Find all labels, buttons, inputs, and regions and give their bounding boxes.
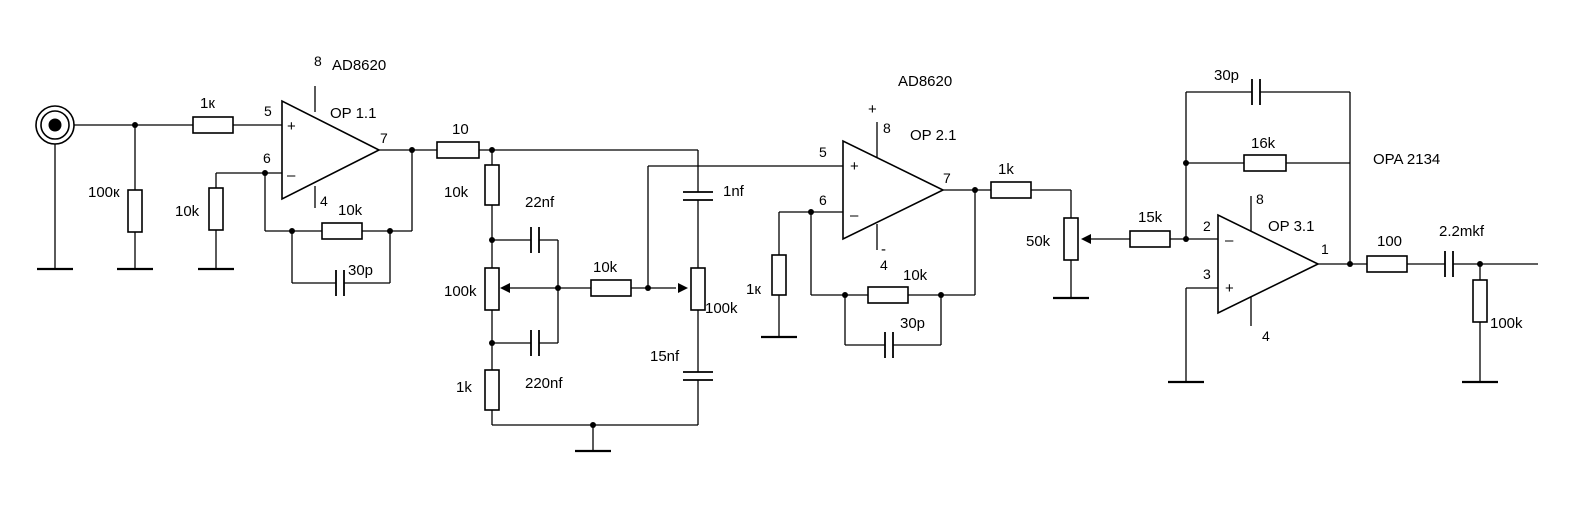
- pin-plus: 5: [264, 103, 272, 119]
- resistor-r-gain-2: [771, 254, 787, 296]
- label-c-top: 22nf: [525, 194, 555, 211]
- label-c-fb: 30p: [348, 262, 373, 279]
- resistor-r-in: [192, 116, 234, 134]
- opamp-op-3-1: [1217, 213, 1320, 315]
- resistor-r-fb-3: [1243, 154, 1287, 172]
- stage-5: OPA 2134 OP 3.1 8 2 3 1 4 – + 30p 16k 10…: [1168, 67, 1538, 384]
- pin-supply: 8: [314, 53, 322, 69]
- sign-gnd: -: [881, 241, 886, 258]
- pin-gnd: 4: [880, 257, 888, 273]
- resistor-r-series: [436, 141, 480, 159]
- label-c-low: 15nf: [650, 348, 680, 365]
- pin-gnd: 4: [320, 193, 328, 209]
- part-label: AD8620: [898, 73, 952, 90]
- sign-minus: –: [1225, 232, 1234, 249]
- sign-plus: +: [1225, 280, 1234, 297]
- stage-1: AD8620 OP 1.1 8 5 6 7 4 + – 1к 100к 10k …: [35, 53, 437, 296]
- resistor-r-fb-2: [867, 286, 909, 304]
- part-label: AD8620: [332, 57, 386, 74]
- input-jack: [35, 105, 75, 145]
- part-label: OPA 2134: [1373, 151, 1440, 168]
- resistor-r-bottom: [484, 369, 500, 411]
- label-r-load: 100k: [1490, 315, 1523, 332]
- label-pot-mid: 100k: [444, 283, 477, 300]
- label-r-cross: 10k: [593, 259, 618, 276]
- opamp-op-2-1: [842, 139, 945, 241]
- label-r-gain-2: 1к: [746, 281, 761, 298]
- label-c-high: 1nf: [723, 183, 745, 200]
- pin-supply: 8: [1256, 191, 1264, 207]
- pin-supply: 8: [883, 120, 891, 136]
- sign-plus: +: [850, 158, 859, 175]
- resistor-r-out-3: [1366, 255, 1408, 273]
- pin-out: 1: [1321, 241, 1329, 257]
- opamp-name: OP 3.1: [1268, 218, 1314, 235]
- label-r-bottom: 1k: [456, 379, 472, 396]
- label-c-bottom: 220nf: [525, 375, 563, 392]
- pin-minus: 6: [819, 192, 827, 208]
- label-r-series: 10: [452, 121, 469, 138]
- sign-minus: –: [287, 167, 296, 184]
- label-r-gain: 10k: [175, 203, 200, 220]
- potentiometer-mid: [484, 267, 500, 311]
- opamp-op-1-1: [281, 99, 381, 201]
- pin-out: 7: [380, 130, 388, 146]
- resistor-r-out-2: [990, 181, 1032, 199]
- label-r-in: 1к: [200, 95, 215, 112]
- stage-2: 10 10k 22nf 100k 220nf 1k 10k 1nf 100k 1…: [436, 121, 843, 453]
- stage-4: 1k 50k 15k: [990, 161, 1218, 300]
- label-pot-volume: 50k: [1026, 233, 1051, 250]
- opamp-name: OP 1.1: [330, 105, 376, 122]
- pin-gnd: 4: [1262, 328, 1270, 344]
- label-c-fb-3: 30p: [1214, 67, 1239, 84]
- resistor-r-bias: [127, 189, 143, 233]
- pin-out: 7: [943, 170, 951, 186]
- pin-minus: 6: [263, 150, 271, 166]
- potentiometer-volume: [1063, 217, 1079, 261]
- label-r-fb-3: 16k: [1251, 135, 1276, 152]
- label-r-fb-2: 10k: [903, 267, 928, 284]
- label-r-out-3: 100: [1377, 233, 1402, 250]
- resistor-r-fb: [321, 222, 363, 240]
- stage-3: AD8620 OP 2.1 + 8 5 6 7 - 4 + – 1к 10k 3…: [746, 73, 991, 358]
- label-pot-right: 100k: [705, 300, 738, 317]
- label-c-fb-2: 30p: [900, 315, 925, 332]
- label-r-out-2: 1k: [998, 161, 1014, 178]
- label-r-top: 10k: [444, 184, 469, 201]
- resistor-r-gain: [208, 187, 224, 231]
- resistor-r-cross: [590, 279, 632, 297]
- label-r-in-3: 15k: [1138, 209, 1163, 226]
- resistor-r-load: [1472, 279, 1488, 323]
- label-c-out: 2.2mkf: [1439, 223, 1485, 240]
- resistor-r-top: [484, 164, 500, 206]
- sign-minus: –: [850, 207, 859, 224]
- sign-plus: +: [287, 118, 296, 135]
- pin-plus: 3: [1203, 266, 1211, 282]
- pin-plus: 5: [819, 144, 827, 160]
- pin-minus: 2: [1203, 218, 1211, 234]
- resistor-r-in-3: [1129, 230, 1171, 248]
- sign-supply: +: [868, 101, 877, 118]
- label-r-fb: 10k: [338, 202, 363, 219]
- label-r-bias: 100к: [88, 184, 120, 201]
- potentiometer-right: [690, 267, 706, 311]
- opamp-name: OP 2.1: [910, 127, 956, 144]
